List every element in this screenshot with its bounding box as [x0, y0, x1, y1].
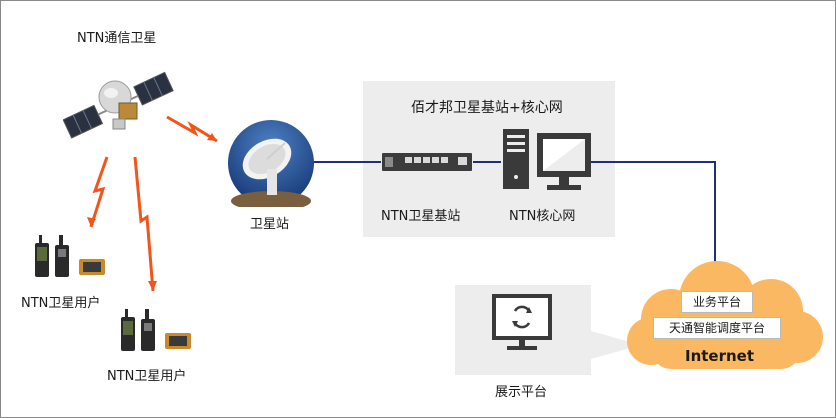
dish-antenna-icon — [228, 120, 314, 207]
server-tower-icon — [503, 129, 529, 189]
base-station-panel-title: 佰才邦卫星基站+核心网 — [411, 100, 563, 116]
internet-label: Internet — [685, 347, 755, 365]
user-1-label: NTN卫星用户 — [21, 296, 101, 311]
dispatch-platform-pill: 天通智能调度平台 — [653, 317, 781, 339]
switch-icon — [382, 153, 472, 171]
monitor-icon — [537, 133, 591, 190]
handheld-radio-icon — [35, 235, 105, 277]
base-station-label: NTN卫星基站 — [381, 209, 461, 224]
satellite-icon — [63, 71, 174, 139]
display-connector — [591, 331, 641, 359]
ground-station-label: 卫星站 — [250, 217, 290, 232]
display-platform-label: 展示平台 — [495, 385, 548, 400]
user-2-label: NTN卫星用户 — [107, 369, 187, 384]
handheld-radio-icon — [121, 309, 191, 351]
link-core-to-internet — [591, 161, 716, 269]
signal-bolt-to-station — [166, 115, 218, 143]
satellite-label: NTN通信卫星 — [77, 31, 157, 46]
monitor-icon — [492, 294, 552, 350]
core-network-label: NTN核心网 — [509, 209, 576, 224]
signal-bolt-to-user-1 — [89, 156, 109, 228]
signal-bolt-to-user-2 — [133, 156, 155, 292]
business-platform-pill: 业务平台 — [681, 291, 753, 313]
